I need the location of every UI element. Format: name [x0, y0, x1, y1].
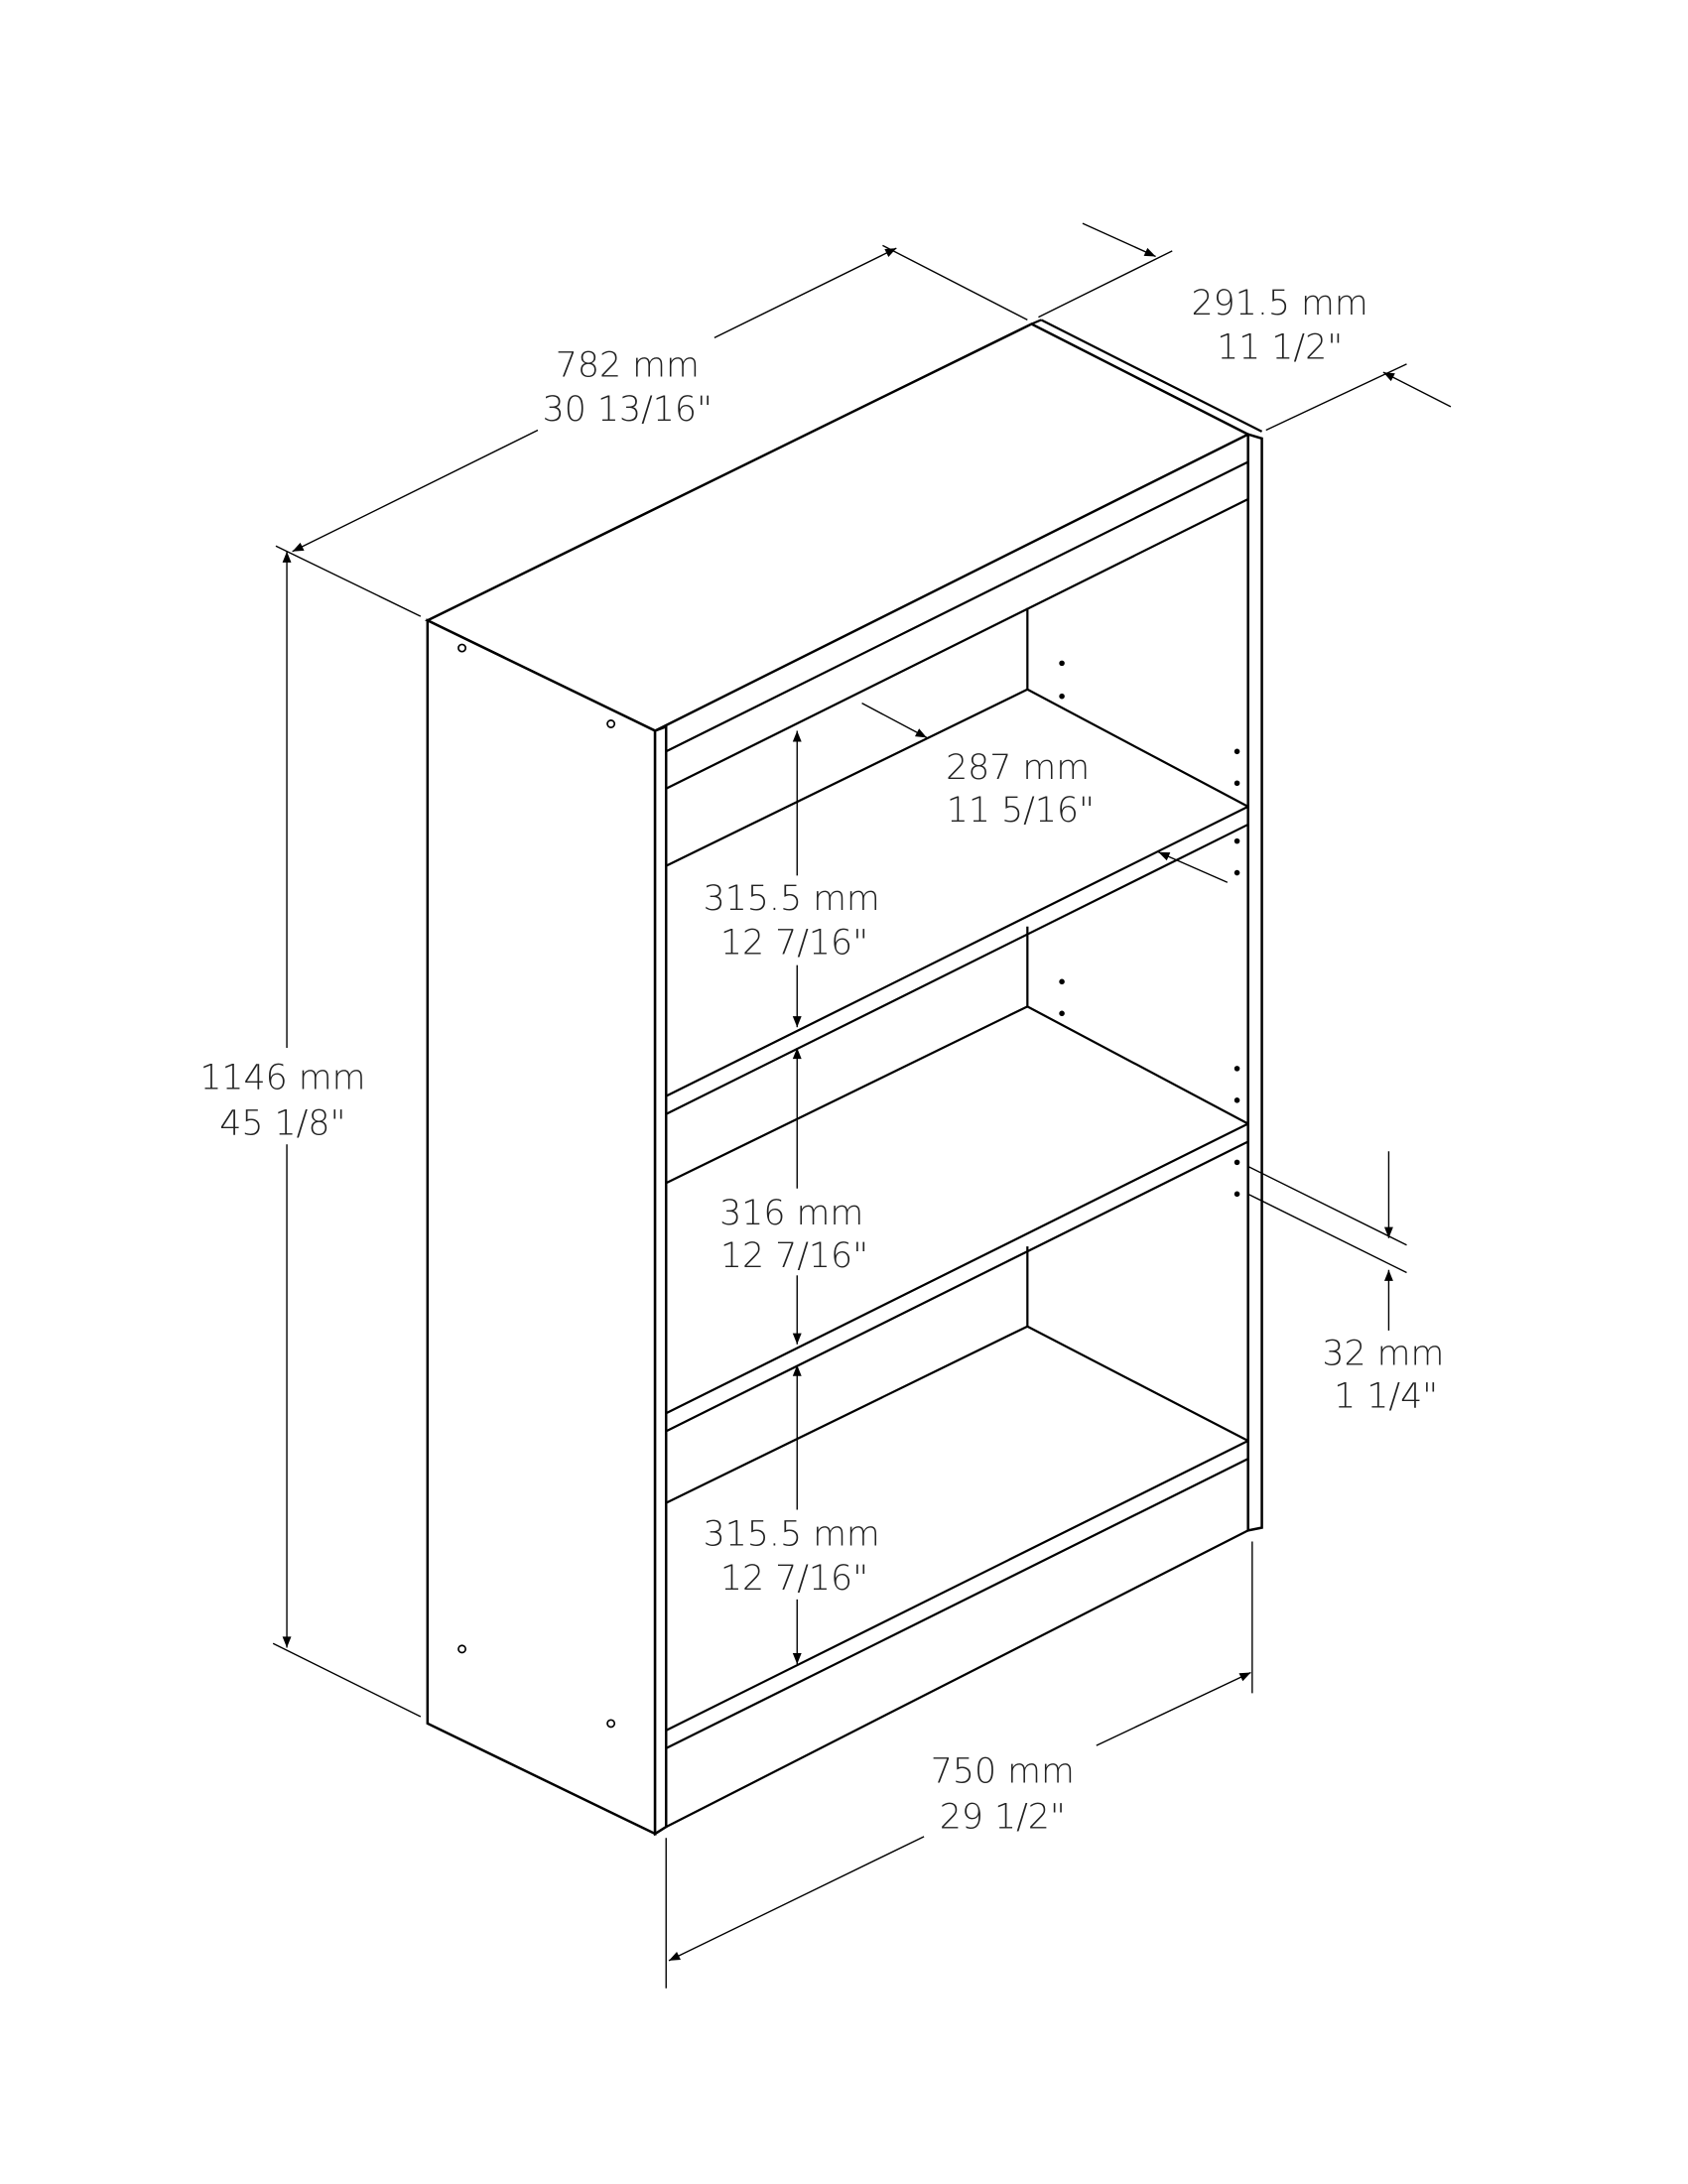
dimension-label-metric: 750 mm: [931, 1752, 1075, 1792]
top-panel-front: [665, 460, 1249, 753]
dimension-label-imperial: 12 7/16": [720, 1236, 868, 1276]
dimension-depth: 291.5 mm 11 1/2": [1038, 222, 1452, 432]
right-panel-front-edge: [1246, 433, 1263, 1532]
dimension-shelf-depth: 287 mm 11 5/16": [861, 703, 1229, 883]
cam-holes: [457, 643, 616, 1729]
dimension-label-imperial: 1 1/4": [1334, 1377, 1438, 1417]
shelf: [665, 1005, 1249, 1433]
top-apron-edge: [665, 498, 1249, 790]
top-back-edge: [1031, 319, 1042, 325]
dimension-label-metric: 1146 mm: [199, 1059, 365, 1098]
top-panel: [424, 322, 1251, 732]
dimension-label-imperial: 12 7/16": [720, 924, 868, 964]
dimension-width-bottom: 750 mm 29 1/2": [665, 1541, 1253, 1989]
bottom-shelf: [665, 1325, 1249, 1829]
dimension-label-imperial: 12 7/16": [720, 1559, 868, 1599]
dimension-label-metric: 287 mm: [946, 748, 1090, 788]
dimension-label-imperial: 45 1/8": [219, 1104, 345, 1144]
dimension-height: 1146 mm 45 1/8": [199, 551, 422, 1718]
dimension-label-metric: 782 mm: [556, 345, 700, 385]
dimension-shelf-gap-bottom: 315.5 mm 12 7/16": [704, 1364, 880, 1665]
dimension-label-imperial: 11 1/2": [1217, 327, 1343, 367]
dimension-width-top: 782 mm 30 13/16": [275, 244, 1028, 617]
dimension-label-metric: 32 mm: [1322, 1335, 1444, 1374]
bookcase: [424, 319, 1263, 1837]
shelf: [665, 688, 1249, 1115]
dimension-pin-spacing: 32 mm 1 1/4": [1247, 1151, 1444, 1417]
dimension-shelf-gap-middle: 316 mm 12 7/16": [719, 1048, 868, 1345]
top-right-edge: [1040, 319, 1263, 433]
dimension-label-metric: 315.5 mm: [704, 879, 880, 919]
left-panel-front-edge: [653, 724, 668, 1837]
dimension-label-imperial: 29 1/2": [940, 1798, 1066, 1838]
dimension-label-imperial: 30 13/16": [543, 390, 713, 430]
dimension-label-metric: 291.5 mm: [1192, 284, 1368, 323]
dimension-label-metric: 315.5 mm: [704, 1515, 880, 1555]
shelf-pin-holes: [1059, 660, 1240, 1198]
dimension-shelf-gap-top: 315.5 mm 12 7/16": [704, 730, 880, 1028]
dimension-label-imperial: 11 5/16": [947, 791, 1095, 831]
dimension-label-metric: 316 mm: [719, 1194, 863, 1233]
